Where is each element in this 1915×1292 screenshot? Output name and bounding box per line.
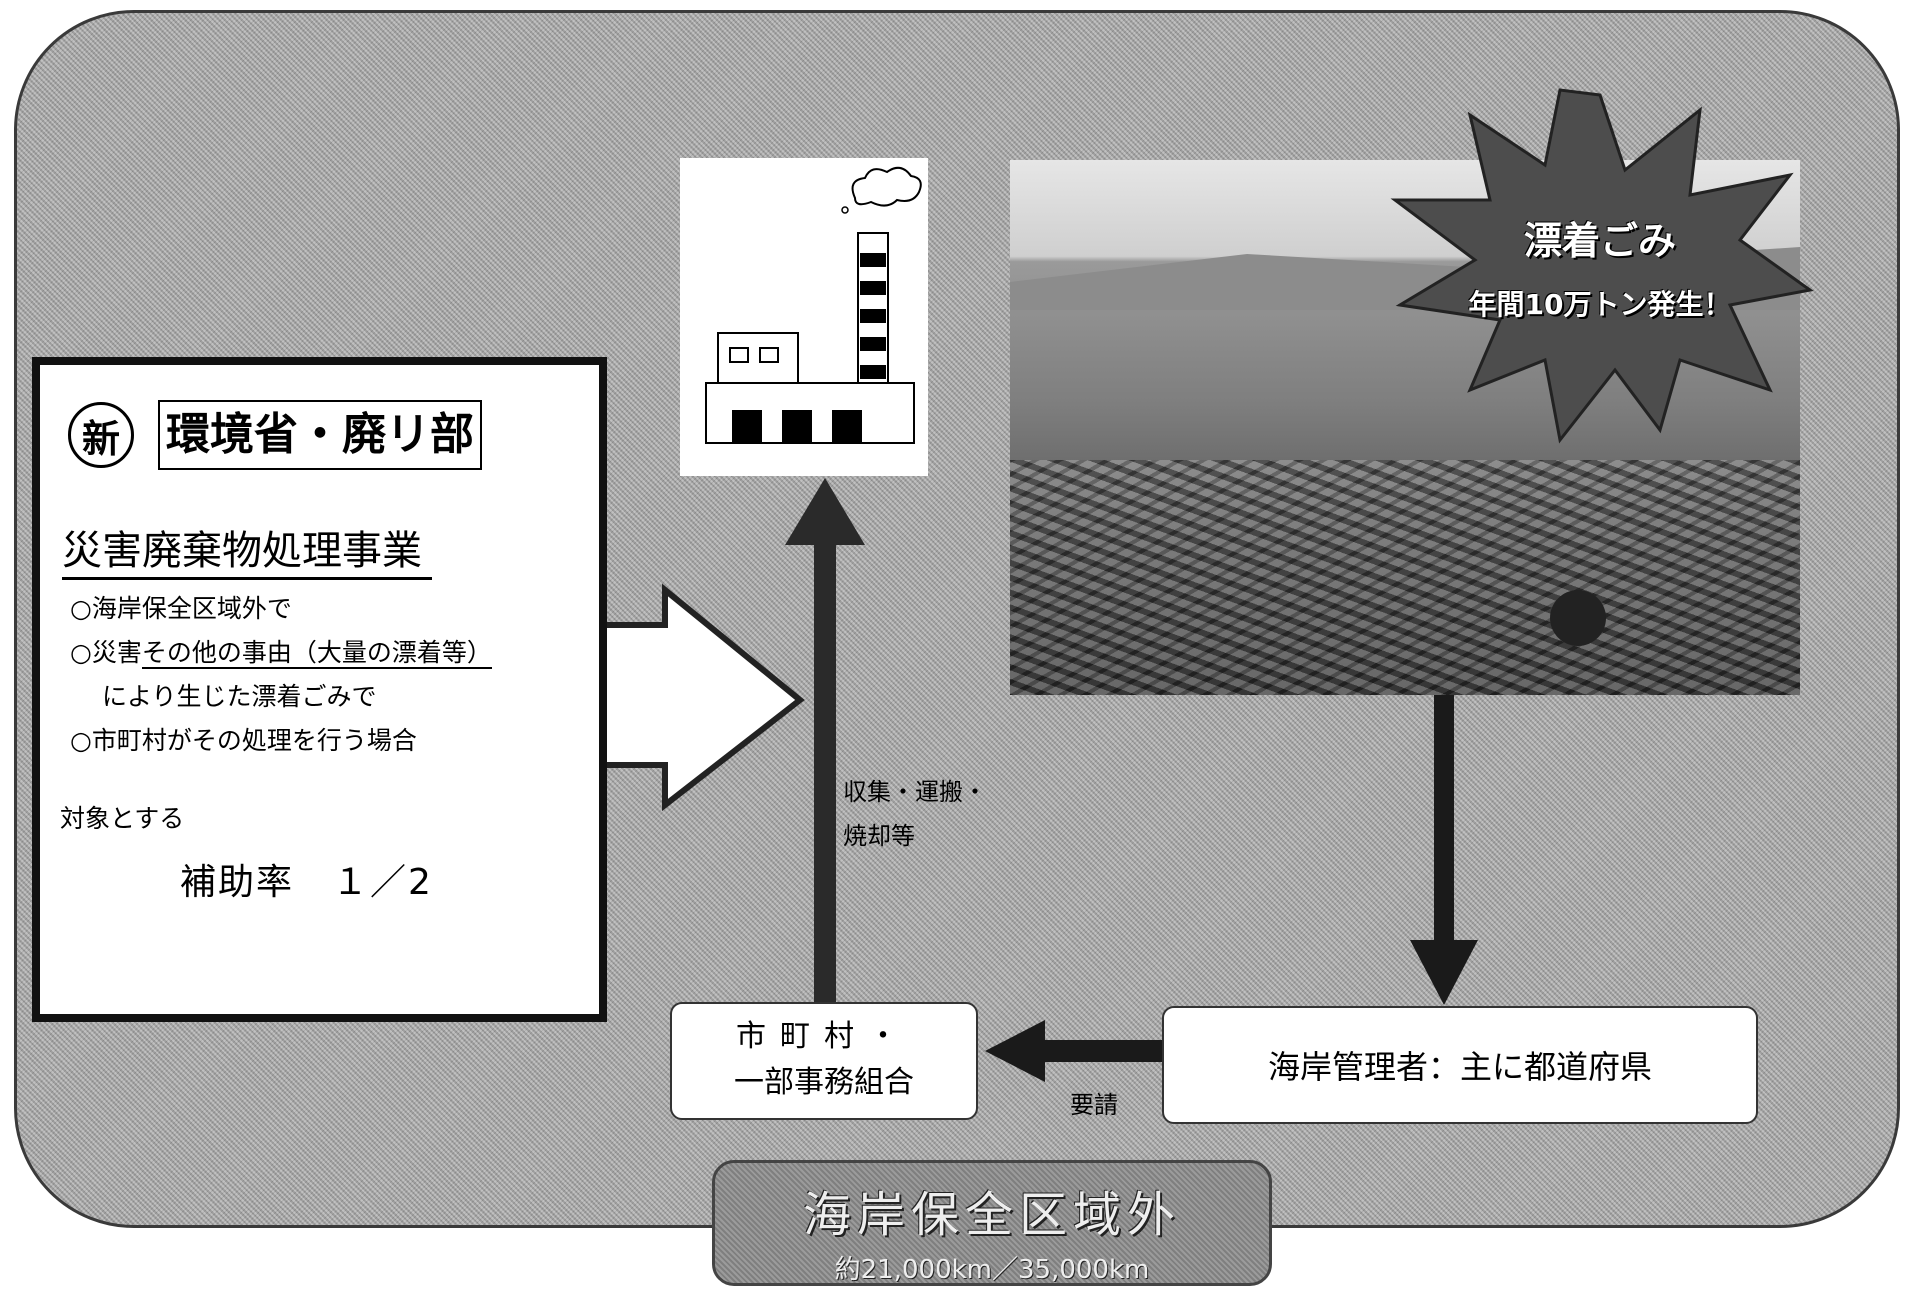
- municipality-box: 市町村・ 一部事務組合: [670, 1002, 978, 1120]
- left-arrow-head: [985, 1020, 1045, 1082]
- coast-manager-box: 海岸管理者：主に都道府県: [1162, 1006, 1758, 1124]
- collect-label-line2: 焼却等: [843, 822, 915, 850]
- new-badge: 新: [68, 402, 134, 468]
- starburst-icon: [1390, 88, 1814, 444]
- collect-label-line1: 収集・運搬・: [843, 778, 987, 806]
- municipality-line1: 市町村・: [736, 1019, 912, 1054]
- left-arrow-shaft: [1040, 1040, 1164, 1062]
- condition-3: ○市町村がその処理を行う場合: [70, 726, 417, 755]
- program-title-row: 新 環境省・廃リ部: [68, 400, 482, 470]
- up-arrow-shaft: [814, 535, 836, 1005]
- request-label: 要請: [1070, 1091, 1118, 1119]
- area-name: 海岸保全区域外: [802, 1187, 1181, 1243]
- program-box: 新 環境省・廃リ部 災害廃棄物処理事業 ○海岸保全区域外で ○災害その他の事由（…: [32, 357, 607, 1022]
- project-name: 災害廃棄物処理事業: [62, 525, 432, 580]
- burst-subtitle: 年間10万トン発生！: [1468, 288, 1732, 321]
- area-length: 約21,000km／35,000km: [834, 1255, 1150, 1285]
- condition-2-prefix: ○災害: [70, 638, 142, 667]
- up-arrow-head: [785, 478, 865, 545]
- area-label-box: 海岸保全区域外 約21,000km／35,000km: [712, 1160, 1272, 1286]
- hollow-right-arrow: [597, 583, 805, 812]
- subsidy-rate: 補助率 １／2: [180, 862, 433, 903]
- collect-label: 収集・運搬・ 焼却等: [843, 770, 987, 858]
- down-arrow-head: [1410, 940, 1478, 1005]
- condition-1: ○海岸保全区域外で: [70, 594, 292, 623]
- photo-debris: [1010, 460, 1800, 695]
- factory-icon: [705, 166, 922, 444]
- burst-text: 漂着ごみ 年間10万トン発生！: [1430, 210, 1770, 323]
- down-arrow-shaft: [1434, 695, 1454, 950]
- municipality-line2: 一部事務組合: [734, 1065, 914, 1100]
- photo-buoy: [1550, 590, 1606, 646]
- target-label: 対象とする: [60, 804, 185, 833]
- burst-title: 漂着ごみ: [1523, 219, 1676, 263]
- ministry-label: 環境省・廃リ部: [158, 400, 482, 470]
- condition-2-cont: により生じた漂着ごみで: [102, 682, 377, 711]
- incinerator-illustration: [680, 158, 928, 476]
- condition-2: ○災害その他の事由（大量の漂着等）: [70, 635, 492, 671]
- condition-2-underlined: その他の事由（大量の漂着等）: [141, 638, 492, 669]
- coast-manager-label: 海岸管理者：主に都道府県: [1267, 1048, 1652, 1086]
